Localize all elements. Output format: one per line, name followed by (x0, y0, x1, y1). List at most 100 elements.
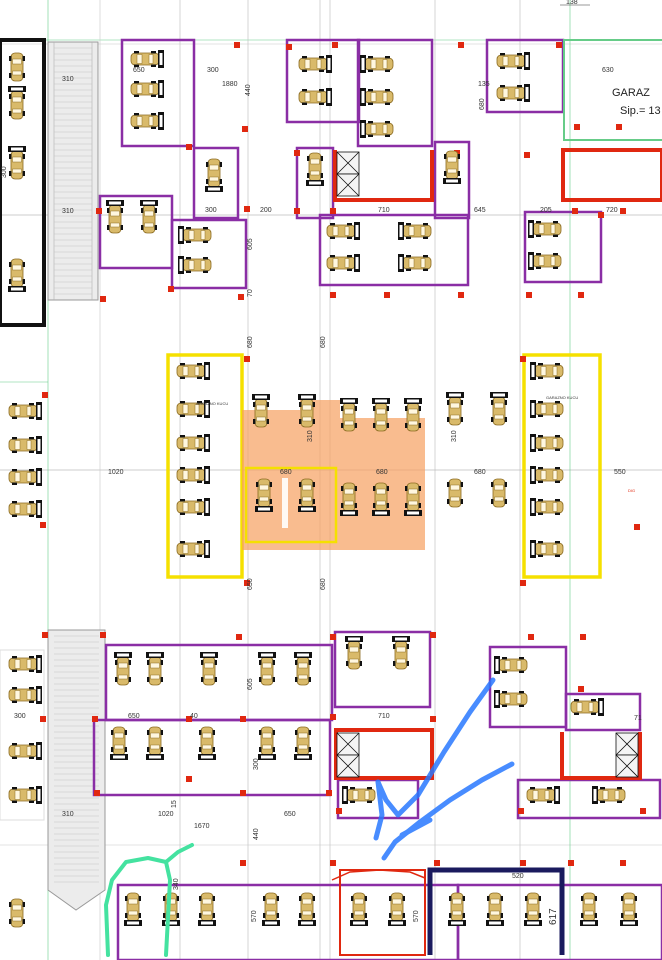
small-label-garage: GARAZNO KUCU (196, 401, 228, 406)
parking-car (524, 892, 542, 922)
stair-bottom (47, 629, 106, 911)
car-lift (36, 500, 42, 518)
column-marker (96, 208, 102, 214)
car-lift (146, 652, 164, 658)
column-marker (430, 632, 436, 638)
car-lift (530, 362, 536, 380)
parking-car (404, 402, 422, 432)
column-marker (326, 790, 332, 796)
dim-310-c: 310 (307, 430, 314, 442)
navy-outline (427, 867, 565, 955)
parking-car (106, 204, 124, 234)
column-marker (294, 150, 300, 156)
column-marker (168, 286, 174, 292)
parking-car (534, 540, 564, 558)
column-marker (568, 860, 574, 866)
parking-car (258, 726, 276, 756)
parking-car (8, 90, 26, 120)
column-marker (458, 42, 464, 48)
car-lift (106, 200, 124, 206)
car-lift (554, 786, 560, 804)
column-marker (100, 632, 106, 638)
parking-car (306, 152, 324, 182)
dim-605-low: 605 (247, 678, 254, 690)
car-lift (8, 86, 26, 92)
car-lift (345, 636, 363, 642)
car-lift (158, 80, 164, 98)
parking-car (364, 120, 394, 138)
parking-car (8, 686, 38, 704)
parking-car (364, 55, 394, 73)
car-lift (530, 434, 536, 452)
parking-car (402, 222, 432, 240)
parking-car (496, 52, 526, 70)
garage-block: GARAZ Sip.= 13 630 (563, 39, 662, 141)
dim-200: 200 (260, 207, 272, 214)
dim-440-low: 440 (253, 828, 260, 840)
parking-car (8, 898, 26, 928)
car-lift (490, 392, 508, 398)
stair-top (47, 41, 99, 301)
parking-car (182, 226, 212, 244)
parking-car (388, 892, 406, 922)
dim-1020-low: 1020 (158, 811, 174, 818)
parking-car (402, 254, 432, 272)
column-marker (598, 212, 604, 218)
car-lift (326, 88, 332, 106)
car-lift (530, 540, 536, 558)
column-marker (640, 808, 646, 814)
car-lift (340, 398, 358, 404)
car-lift (198, 920, 216, 926)
parking-car (176, 540, 206, 558)
parking-car (146, 726, 164, 756)
car-lift (486, 920, 504, 926)
column-marker (578, 686, 584, 692)
dim-310-d: 310 (451, 430, 458, 442)
parking-car (200, 656, 218, 686)
parking-car (182, 256, 212, 274)
dim-300: 300 (207, 67, 219, 74)
dim-650-mid: 650 (247, 578, 254, 590)
parking-car (446, 396, 464, 426)
small-label-dig: DIG (628, 488, 635, 493)
parking-car (340, 482, 358, 512)
car-lift (398, 254, 404, 272)
car-lift (36, 402, 42, 420)
dim-40: 40 (190, 713, 198, 720)
parking-car (8, 258, 26, 288)
car-lift (255, 506, 273, 512)
parking-car (294, 726, 312, 756)
column-marker (526, 292, 532, 298)
parking-car (298, 88, 328, 106)
car-lift (204, 498, 210, 516)
column-marker (634, 524, 640, 530)
dim-135: 135 (478, 81, 490, 88)
column-marker (620, 860, 626, 866)
car-lift (298, 506, 316, 512)
dim-680: 680 (479, 98, 486, 110)
parking-car (176, 434, 206, 452)
column-marker (238, 294, 244, 300)
car-lift (530, 498, 536, 516)
dim-300-left: 300 (14, 713, 26, 720)
car-lift (340, 510, 358, 516)
parking-car (176, 466, 206, 484)
column-marker (616, 124, 622, 130)
parking-car (124, 892, 142, 922)
column-marker (94, 790, 100, 796)
car-lift (36, 655, 42, 673)
dim-710: 710 (378, 207, 390, 214)
orange-highlight (242, 400, 425, 550)
parking-car (350, 892, 368, 922)
car-lift (360, 120, 366, 138)
car-lift (524, 84, 530, 102)
parking-car (340, 402, 358, 432)
car-lift (360, 88, 366, 106)
car-lift (524, 920, 542, 926)
red-walls (333, 148, 662, 956)
left-wall-bottom (0, 649, 45, 821)
car-lift (494, 690, 500, 708)
car-lift (580, 920, 598, 926)
parking-car (490, 396, 508, 426)
car-lift (114, 652, 132, 658)
